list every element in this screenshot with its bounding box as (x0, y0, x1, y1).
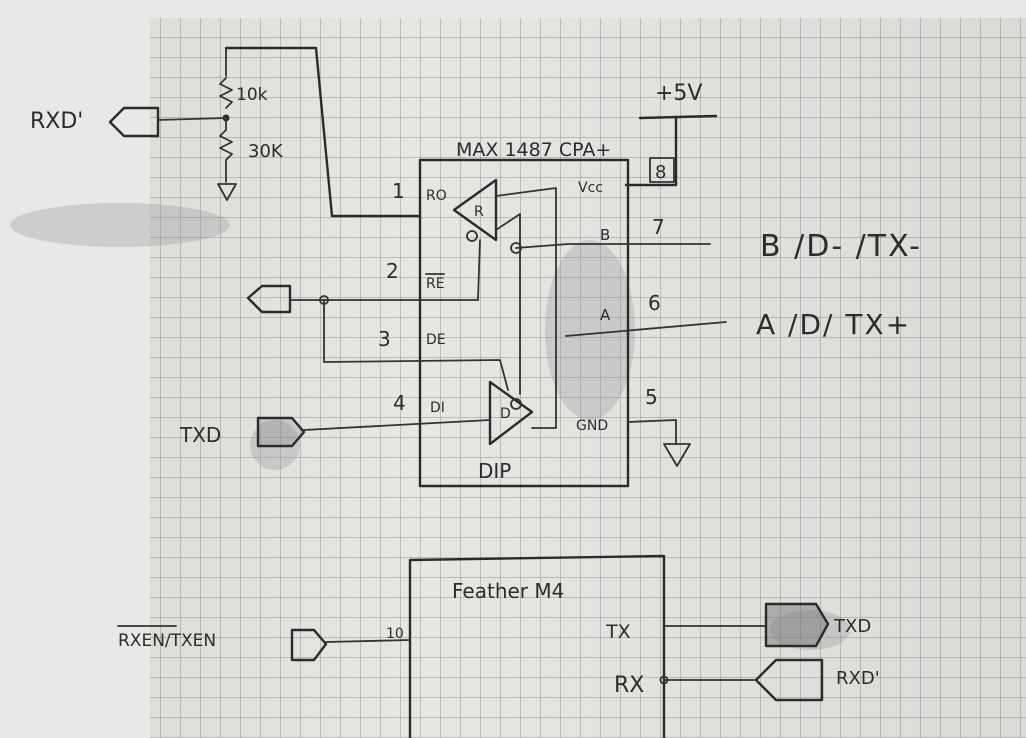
receiver-label: R (474, 204, 484, 220)
rxen-txen-connector (290, 628, 328, 662)
resistor-10k-label: 10k (236, 85, 268, 105)
internal-wire-vcc-driver (495, 187, 557, 429)
rxd-in-label: RXD' (836, 668, 880, 689)
re-wire (477, 239, 481, 301)
pin-4-name: DI (430, 400, 445, 416)
a-output-wire (565, 321, 727, 337)
rxen-txen-label: RXEN/TXEN (118, 631, 216, 651)
rxd-prime-wire (157, 117, 227, 121)
pin-5-number: 5 (645, 385, 658, 409)
resistor-30k-label: 30K (248, 141, 284, 162)
supply-label: +5V (655, 81, 702, 106)
ro-wire (224, 46, 422, 218)
pencil-smudge (545, 240, 635, 420)
pin-6-number: 6 (648, 291, 661, 315)
gnd-wire (627, 419, 677, 445)
pin-8-box (649, 157, 675, 183)
rxd-prime-label: RXD' (30, 109, 83, 134)
gnd-symbol (663, 443, 691, 467)
rxd-prime-connector (108, 106, 160, 138)
pin-6-name: A (600, 306, 611, 324)
txd-connector (256, 416, 306, 448)
driver-label: D (500, 406, 511, 422)
feather-rx-label: RX (614, 673, 644, 698)
txd-wire (303, 419, 491, 431)
internal-wire-b-driver (495, 213, 521, 395)
enable-pin-wire (325, 639, 411, 643)
feather-tx-label: TX (605, 621, 631, 643)
txd-left-label: TXD (179, 423, 221, 447)
b-output-wire (515, 243, 711, 249)
pin-1-name: RO (426, 188, 447, 204)
vcc-wire (624, 116, 678, 187)
enable-connector (246, 284, 292, 314)
feather-title: Feather M4 (452, 579, 564, 603)
pin-8-name: Vcc (578, 180, 603, 196)
receiver-triangle (452, 178, 498, 242)
pencil-smudge (770, 610, 850, 650)
pin-7-number: 7 (652, 215, 665, 239)
paper-top-margin (0, 0, 1026, 18)
divider-ground-symbol (217, 183, 237, 201)
pin-8-number: 8 (655, 162, 666, 183)
chip-package-label: DIP (478, 459, 511, 483)
pin-7-name: B (600, 226, 610, 244)
pencil-smudge (10, 203, 230, 247)
pin-4-number: 4 (393, 391, 406, 415)
rxd-in-connector (754, 658, 824, 702)
pin-2-number: 2 (386, 259, 399, 283)
pin-5-name: GND (576, 418, 608, 434)
chip-title: MAX 1487 CPA+ (456, 139, 611, 161)
feather-m4-body (408, 554, 666, 738)
a-line-label: A /D/ TX+ (756, 308, 911, 341)
driver-triangle (488, 380, 534, 446)
pin-1-number: 1 (392, 179, 405, 203)
txd-out-connector (764, 602, 830, 648)
max1487-chip-body (418, 158, 630, 488)
pin-3-number: 3 (378, 327, 391, 351)
b-line-label: B /D- /TX- (760, 229, 922, 264)
resistor-10k (219, 77, 233, 109)
resistor-30k (219, 117, 233, 183)
txd-out-label: TXD (833, 616, 871, 637)
supply-rail-line (638, 114, 718, 120)
enable-wire-de (323, 299, 509, 391)
receiver-enable-bubble (466, 230, 478, 242)
feather-pin-10-label: 10 (386, 626, 404, 642)
paper-margin (0, 0, 150, 738)
pin-3-name: DE (426, 332, 446, 348)
driver-enable-dot (510, 398, 522, 410)
pin-2-name: RE (426, 276, 445, 292)
